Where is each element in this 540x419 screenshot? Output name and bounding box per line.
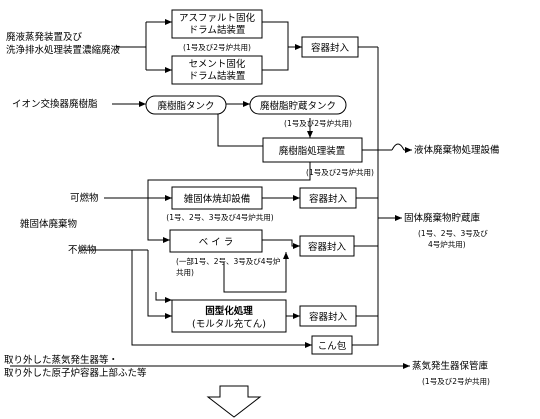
container-box-3: 容器封入 bbox=[299, 235, 355, 257]
evap-label-1: 廃液蒸発装置及び bbox=[6, 31, 83, 43]
resin-treatment-label: 廃樹脂処理装置 bbox=[279, 145, 346, 157]
down-arrow-icon bbox=[206, 385, 262, 418]
asphalt-label-1: アスファルト固化 bbox=[179, 12, 256, 24]
sg-storage-label: 蒸気発生器保管庫 bbox=[412, 360, 489, 372]
flow-lines bbox=[10, 21, 412, 367]
arrow-liquid bbox=[405, 147, 412, 153]
resin-storage-box: 廃樹脂貯蔵タンク bbox=[249, 95, 347, 115]
container1-label: 容器封入 bbox=[311, 42, 350, 54]
incinerator-rect bbox=[171, 186, 263, 210]
removed-label-1: 取り外した蒸気発生器等・ bbox=[4, 354, 118, 366]
incinerator-box: 雑固体焼却設備 bbox=[171, 186, 263, 210]
to-wrap-line bbox=[131, 250, 312, 346]
incinerator-label: 雑固体焼却設備 bbox=[184, 193, 251, 205]
baler-rect bbox=[169, 229, 263, 253]
baler-return-line bbox=[223, 252, 287, 293]
liquid-output-label: 液体廃棄物処理設備 bbox=[414, 144, 500, 156]
arrow-solidify bbox=[165, 313, 172, 319]
resin-tank-rect bbox=[145, 95, 227, 115]
misc-solid-label: 雑固体廃棄物 bbox=[20, 218, 78, 230]
arrow-resin-tank bbox=[139, 101, 146, 107]
resin-storage-rect bbox=[249, 95, 347, 115]
arrow-container3 bbox=[293, 243, 300, 249]
arrow-solidify-2 bbox=[165, 297, 172, 303]
solidify-rect bbox=[171, 299, 287, 333]
container-box-4: 容器封入 bbox=[299, 305, 357, 327]
burnable-label: 可燃物 bbox=[70, 192, 99, 204]
arrow-baler-return bbox=[283, 252, 289, 259]
cement-rect bbox=[171, 55, 263, 85]
arrow-container1 bbox=[295, 44, 302, 50]
asphalt-label-2: ドラム詰装置 bbox=[189, 24, 246, 36]
resin-treatment-box: 廃樹脂処理装置 bbox=[262, 137, 363, 163]
asphalt-box: アスファルト固化 ドラム詰装置 bbox=[171, 9, 263, 39]
nonburnable-label: 不燃物 bbox=[68, 244, 97, 256]
output-labels: 液体廃棄物処理設備 固体廃棄物貯蔵庫 (1号、2号、3号及び 4号炉共用) 蒸気… bbox=[404, 144, 500, 386]
input-labels: 廃液蒸発装置及び 洗浄排水処理装置濃縮廃液 イオン交換器廃樹脂 可燃物 雑固体廃… bbox=[4, 31, 147, 379]
arrow-incinerator bbox=[165, 195, 172, 201]
arrow-container2 bbox=[293, 195, 300, 201]
resin-treatment-note: (1号及び2号炉共用) bbox=[306, 167, 374, 177]
container3-label: 容器封入 bbox=[308, 241, 347, 253]
baler-label: ベ イ ラ bbox=[199, 237, 234, 248]
container2-rect bbox=[299, 187, 357, 209]
resin-storage-label: 廃樹脂貯蔵タンク bbox=[260, 100, 336, 112]
sg-storage-note: (1号及び2号炉共用) bbox=[422, 376, 490, 386]
container-box-1: 容器封入 bbox=[301, 36, 359, 58]
resin-storage-note: (1号及び2号炉共用) bbox=[284, 118, 352, 128]
baler-note-1: (一部1号、2号、3号及び4号炉 bbox=[176, 256, 281, 266]
resin-tank-box: 廃樹脂タンク bbox=[145, 95, 227, 115]
arrow-wrap bbox=[305, 342, 312, 348]
solidify-box: 固型化処理 (モルタル充てん) bbox=[171, 299, 287, 333]
container1-rect bbox=[301, 36, 359, 58]
container-box-2: 容器封入 bbox=[299, 187, 357, 209]
container4-label: 容器封入 bbox=[309, 311, 348, 323]
container3-rect bbox=[299, 235, 355, 257]
baler-note-2: 共用) bbox=[176, 268, 194, 277]
resin-treatment-rect bbox=[262, 137, 363, 163]
to-solidify-line bbox=[147, 250, 172, 317]
arrow-resin-treatment bbox=[307, 131, 313, 138]
asphalt-note: (1号及び2号炉共用) bbox=[183, 42, 251, 52]
arrow-container4 bbox=[293, 313, 300, 319]
solid-storage-note-1: (1号、2号、3号及び bbox=[418, 229, 488, 238]
crossover-hop bbox=[391, 143, 405, 151]
arrowheads bbox=[139, 19, 412, 369]
wrap-box: こん包 bbox=[311, 335, 353, 355]
wrap-rect bbox=[311, 335, 353, 355]
arrow-resin-storage bbox=[243, 101, 250, 107]
removed-label-2: 取り外した原子炉容器上部ふた等 bbox=[4, 367, 147, 379]
baler-box: ベ イ ラ bbox=[169, 229, 263, 253]
resin-to-baler-line bbox=[147, 162, 311, 241]
arrow-sg-storage bbox=[403, 363, 410, 369]
cement-label-2: ドラム詰装置 bbox=[189, 70, 246, 82]
merge-line bbox=[262, 21, 289, 71]
arrow-baler bbox=[163, 237, 170, 243]
cement-label-1: セメント固化 bbox=[189, 58, 246, 70]
evap-label-2: 洗浄排水処理装置濃縮廃液 bbox=[6, 44, 121, 56]
arrow-solid-storage bbox=[395, 215, 402, 221]
solidify-label-2: (モルタル充てん) bbox=[192, 318, 266, 330]
solid-storage-label: 固体廃棄物貯蔵庫 bbox=[404, 212, 481, 224]
ion-label: イオン交換器廃樹脂 bbox=[12, 98, 98, 110]
solid-storage-note-2: 4号炉共用) bbox=[428, 239, 466, 249]
cement-box: セメント固化 ドラム詰装置 bbox=[171, 55, 263, 85]
arrow-asphalt bbox=[165, 19, 172, 25]
resin-return-line bbox=[217, 112, 263, 147]
wrap-out-line bbox=[352, 318, 379, 346]
resin-tank-label: 廃樹脂タンク bbox=[157, 100, 214, 112]
incinerator-note: (1号、2号、3号及び4号炉共用) bbox=[166, 212, 274, 222]
arrow-cement bbox=[165, 67, 172, 73]
asphalt-rect bbox=[171, 9, 263, 39]
container4-rect bbox=[299, 305, 357, 327]
container2-label: 容器封入 bbox=[309, 193, 348, 205]
baler-to-solidify-line bbox=[155, 292, 172, 301]
solidify-label-1: 固型化処理 bbox=[205, 305, 253, 317]
wrap-label: こん包 bbox=[318, 340, 347, 352]
